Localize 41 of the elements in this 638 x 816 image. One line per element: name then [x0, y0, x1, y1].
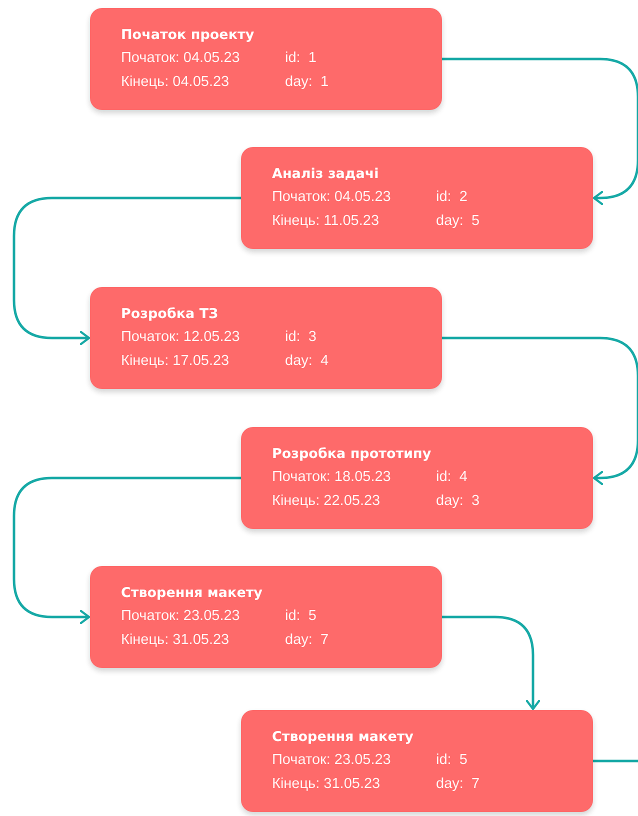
task-detail: Кінець: 17.05.23: [121, 352, 230, 371]
task-detail: day: 7: [285, 631, 330, 650]
task-title: Початок проекту: [121, 26, 256, 45]
task-detail: id: 5: [285, 607, 318, 626]
task-detail: id: 4: [436, 468, 468, 487]
task-detail: id: 1: [285, 49, 318, 68]
connector-arrow: [12, 196, 241, 346]
connector-arrow: [442, 336, 638, 486]
task-title: Аналіз задачі: [272, 165, 380, 184]
task-detail: Кінець: 11.05.23: [272, 212, 380, 231]
task-detail: day: 7: [436, 775, 481, 794]
task-detail: Кінець: 31.05.23: [121, 631, 230, 650]
task-title: Створення макету: [272, 728, 414, 747]
task-detail: Початок: 23.05.23: [121, 607, 241, 626]
task-detail: id: 5: [436, 751, 468, 770]
task-detail: Кінець: 22.05.23: [272, 492, 382, 511]
task-detail: day: 1: [285, 73, 330, 92]
task-card: [241, 147, 593, 249]
task-detail: Початок: 04.05.23: [272, 188, 392, 207]
connector-arrow: [12, 476, 241, 624]
task-title: Створення макету: [121, 584, 264, 603]
task-detail: Початок: 12.05.23: [121, 328, 241, 347]
task-title: Розробка ТЗ: [121, 305, 220, 324]
connector-arrow: [442, 616, 540, 710]
task-detail: Кінець: 04.05.23: [121, 73, 230, 92]
task-detail: Початок: 23.05.23: [272, 751, 392, 770]
task-detail: id: 3: [285, 328, 318, 347]
task-card: [90, 566, 442, 668]
task-card: [90, 8, 442, 110]
task-detail: day: 3: [436, 492, 481, 511]
task-detail: id: 2: [436, 188, 468, 207]
task-card: [90, 287, 442, 389]
task-detail: Початок: 18.05.23: [272, 468, 392, 487]
task-title: Розробка прототипу: [272, 445, 432, 464]
task-detail: Початок: 04.05.23: [121, 49, 241, 68]
task-card: [241, 427, 593, 529]
task-card: [241, 710, 593, 812]
task-detail: day: 4: [285, 352, 330, 371]
task-detail: Кінець: 31.05.23: [272, 775, 382, 794]
connector-arrow: [442, 58, 638, 206]
task-detail: day: 5: [436, 212, 481, 231]
